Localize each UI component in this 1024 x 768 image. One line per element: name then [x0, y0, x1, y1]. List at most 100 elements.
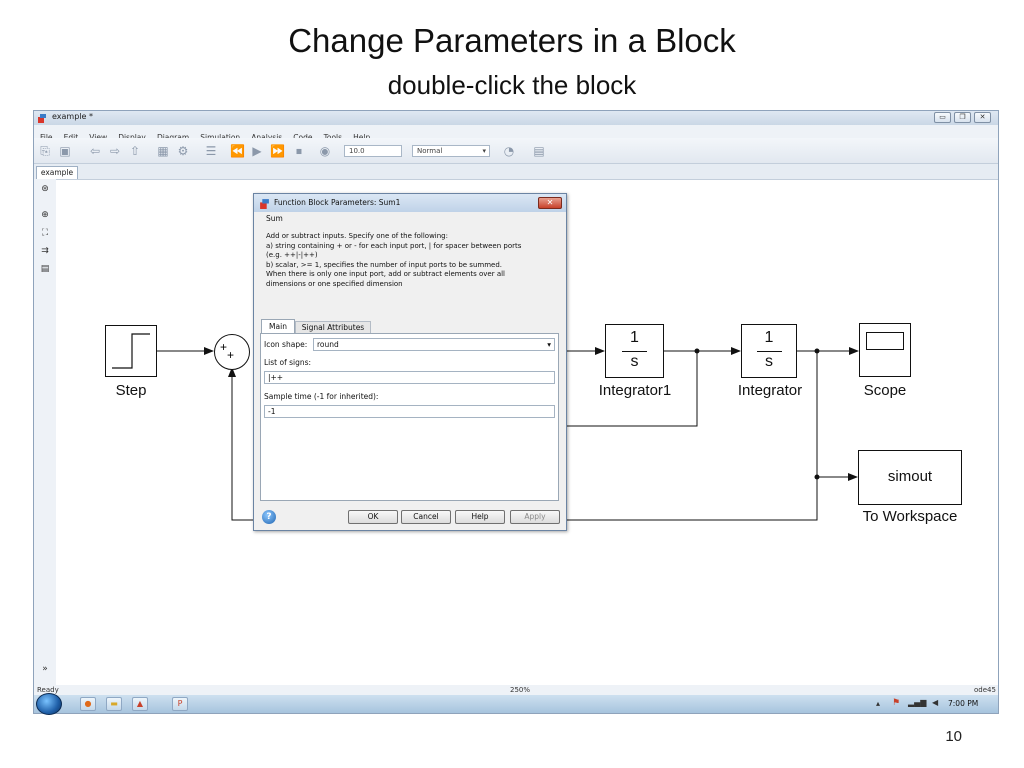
sum-sign-1: +: [220, 340, 228, 354]
tray-network-icon[interactable]: ▂▄▆: [908, 698, 927, 707]
slide-title: Change Parameters in a Block: [288, 22, 736, 59]
dialog-description: Add or subtract inputs. Specify one of t…: [266, 232, 522, 288]
menu-diagram[interactable]: Diagram: [157, 133, 189, 142]
start-button[interactable]: [36, 693, 62, 715]
simulink-app-icon: [38, 114, 46, 123]
record-icon[interactable]: ◉: [319, 144, 331, 158]
slide-page-number: 10: [945, 728, 962, 745]
save-icon[interactable]: ▣: [59, 144, 71, 158]
tray-flag-icon[interactable]: ⚑: [892, 698, 901, 708]
up-icon[interactable]: ⇧: [129, 144, 141, 158]
signs-input[interactable]: |++: [264, 371, 555, 384]
sum-sign-2: +: [227, 348, 235, 362]
help-button[interactable]: Help: [455, 510, 505, 524]
integrator-denominator: s: [765, 353, 773, 370]
step-forward-icon[interactable]: ⏩: [270, 144, 285, 158]
taskbar-matlab[interactable]: ▲: [132, 697, 148, 711]
status-zoom: 250%: [510, 686, 531, 694]
tray-clock: 7:00 PM: [948, 699, 979, 708]
to-workspace-block[interactable]: simout: [858, 450, 962, 505]
fit-view-icon[interactable]: ⛶: [41, 228, 49, 238]
close-button[interactable]: ✕: [974, 112, 991, 123]
sum-block[interactable]: + +: [214, 334, 250, 370]
build-icon[interactable]: ▤: [533, 144, 545, 158]
tray-arrow-icon[interactable]: ▴: [876, 699, 881, 708]
integrator-label: Integrator: [737, 382, 803, 399]
menu-simulation[interactable]: Simulation: [200, 133, 240, 142]
tab-example[interactable]: example: [36, 166, 78, 179]
apply-button[interactable]: Apply: [510, 510, 560, 524]
menu-file[interactable]: File: [40, 133, 53, 142]
annotation-icon[interactable]: ▤: [40, 264, 50, 274]
library-browser-icon[interactable]: ▦: [157, 144, 169, 158]
integrator-block[interactable]: 1 s: [741, 324, 797, 378]
dialog-main-panel: Icon shape: round ▾ List of signs: |++ S…: [260, 333, 559, 501]
forward-icon[interactable]: ⇨: [109, 144, 121, 158]
status-solver: ode45: [974, 686, 996, 694]
step-block-label: Step: [115, 382, 147, 399]
back-icon[interactable]: ⇦: [89, 144, 101, 158]
zoom-icon[interactable]: ⊕: [41, 210, 49, 220]
menu-bar: File Edit View Display Diagram Simulatio…: [34, 125, 998, 142]
dialog-app-icon: [260, 199, 269, 209]
matlab-icon: ▲: [136, 699, 144, 708]
integrator1-label: Integrator1: [598, 382, 672, 399]
integrator1-block[interactable]: 1 s: [605, 324, 664, 378]
menu-view[interactable]: View: [89, 133, 107, 142]
icon-shape-select[interactable]: round ▾: [313, 338, 555, 351]
status-bar: Ready 250% ode45: [34, 685, 998, 695]
taskbar-powerpoint[interactable]: P: [172, 697, 188, 711]
menu-edit[interactable]: Edit: [64, 133, 79, 142]
integrator1-denominator: s: [630, 353, 639, 370]
taskbar-firefox[interactable]: ●: [80, 697, 96, 711]
close-icon: ✕: [546, 198, 554, 207]
menu-analysis[interactable]: Analysis: [251, 133, 282, 142]
slide-subtitle: double-click the block: [387, 70, 637, 100]
run-icon[interactable]: ▶: [252, 144, 262, 158]
integrator1-fraction-bar: [622, 351, 647, 352]
toolbar: ⎘ ▣ ⇦ ⇨ ⇧ ▦ ⚙ ☰ ⏪ ▶ ⏩ ⏹ ◉ 10.0 Normal ▾ …: [34, 138, 998, 164]
to-workspace-label: To Workspace: [862, 508, 958, 525]
settings-gear-icon[interactable]: ⚙: [177, 144, 189, 158]
ok-button[interactable]: OK: [348, 510, 398, 524]
simulation-mode-select[interactable]: Normal ▾: [412, 145, 490, 157]
menu-display[interactable]: Display: [118, 133, 146, 142]
dialog-titlebar: Function Block Parameters: Sum1 ✕: [254, 194, 566, 212]
close-icon: ✕: [979, 113, 986, 121]
restore-button[interactable]: ❐: [954, 112, 971, 123]
stop-time-input[interactable]: 10.0: [344, 145, 402, 157]
icon-shape-label: Icon shape:: [264, 340, 308, 349]
new-model-icon[interactable]: ⎘: [40, 144, 50, 158]
cancel-button[interactable]: Cancel: [401, 510, 451, 524]
tab-signal-attributes[interactable]: Signal Attributes: [295, 321, 371, 333]
taskbar-explorer[interactable]: ▬: [106, 697, 122, 711]
hide-browser-icon[interactable]: ⊛: [41, 184, 49, 194]
folder-icon: ▬: [110, 699, 118, 708]
scope-screen-icon: [866, 332, 904, 350]
icon-shape-value: round: [317, 340, 339, 349]
menu-code[interactable]: Code: [293, 133, 312, 142]
tray-volume-icon[interactable]: ◀: [932, 698, 939, 707]
dialog-close-button[interactable]: ✕: [538, 197, 562, 209]
tab-main[interactable]: Main: [261, 319, 295, 333]
minimize-button[interactable]: ▭: [934, 112, 951, 123]
model-tabstrip: example: [34, 164, 998, 179]
expand-icon[interactable]: »: [42, 664, 48, 674]
model-advisor-icon[interactable]: ◔: [503, 144, 515, 158]
scope-block[interactable]: [859, 323, 911, 377]
sample-time-input[interactable]: -1: [264, 405, 555, 418]
stop-icon[interactable]: ⏹: [295, 144, 302, 158]
taskbar: ● ▬ ▲ P ▴ ⚑ ▂▄▆ ◀ 7:00 PM: [34, 693, 998, 715]
status-ready: Ready: [37, 686, 59, 694]
step-block[interactable]: [105, 325, 157, 377]
step-waveform-icon: [112, 333, 150, 369]
minimize-icon: ▭: [939, 113, 946, 121]
firefox-icon: ●: [84, 699, 92, 708]
arrows-icon[interactable]: ⇉: [41, 246, 49, 256]
step-back-icon[interactable]: ⏪: [230, 144, 245, 158]
model-explorer-icon[interactable]: ☰: [205, 144, 217, 158]
menu-help[interactable]: Help: [353, 133, 370, 142]
help-icon[interactable]: ?: [262, 510, 276, 524]
menu-tools[interactable]: Tools: [324, 133, 342, 142]
to-workspace-variable: simout: [887, 468, 933, 485]
